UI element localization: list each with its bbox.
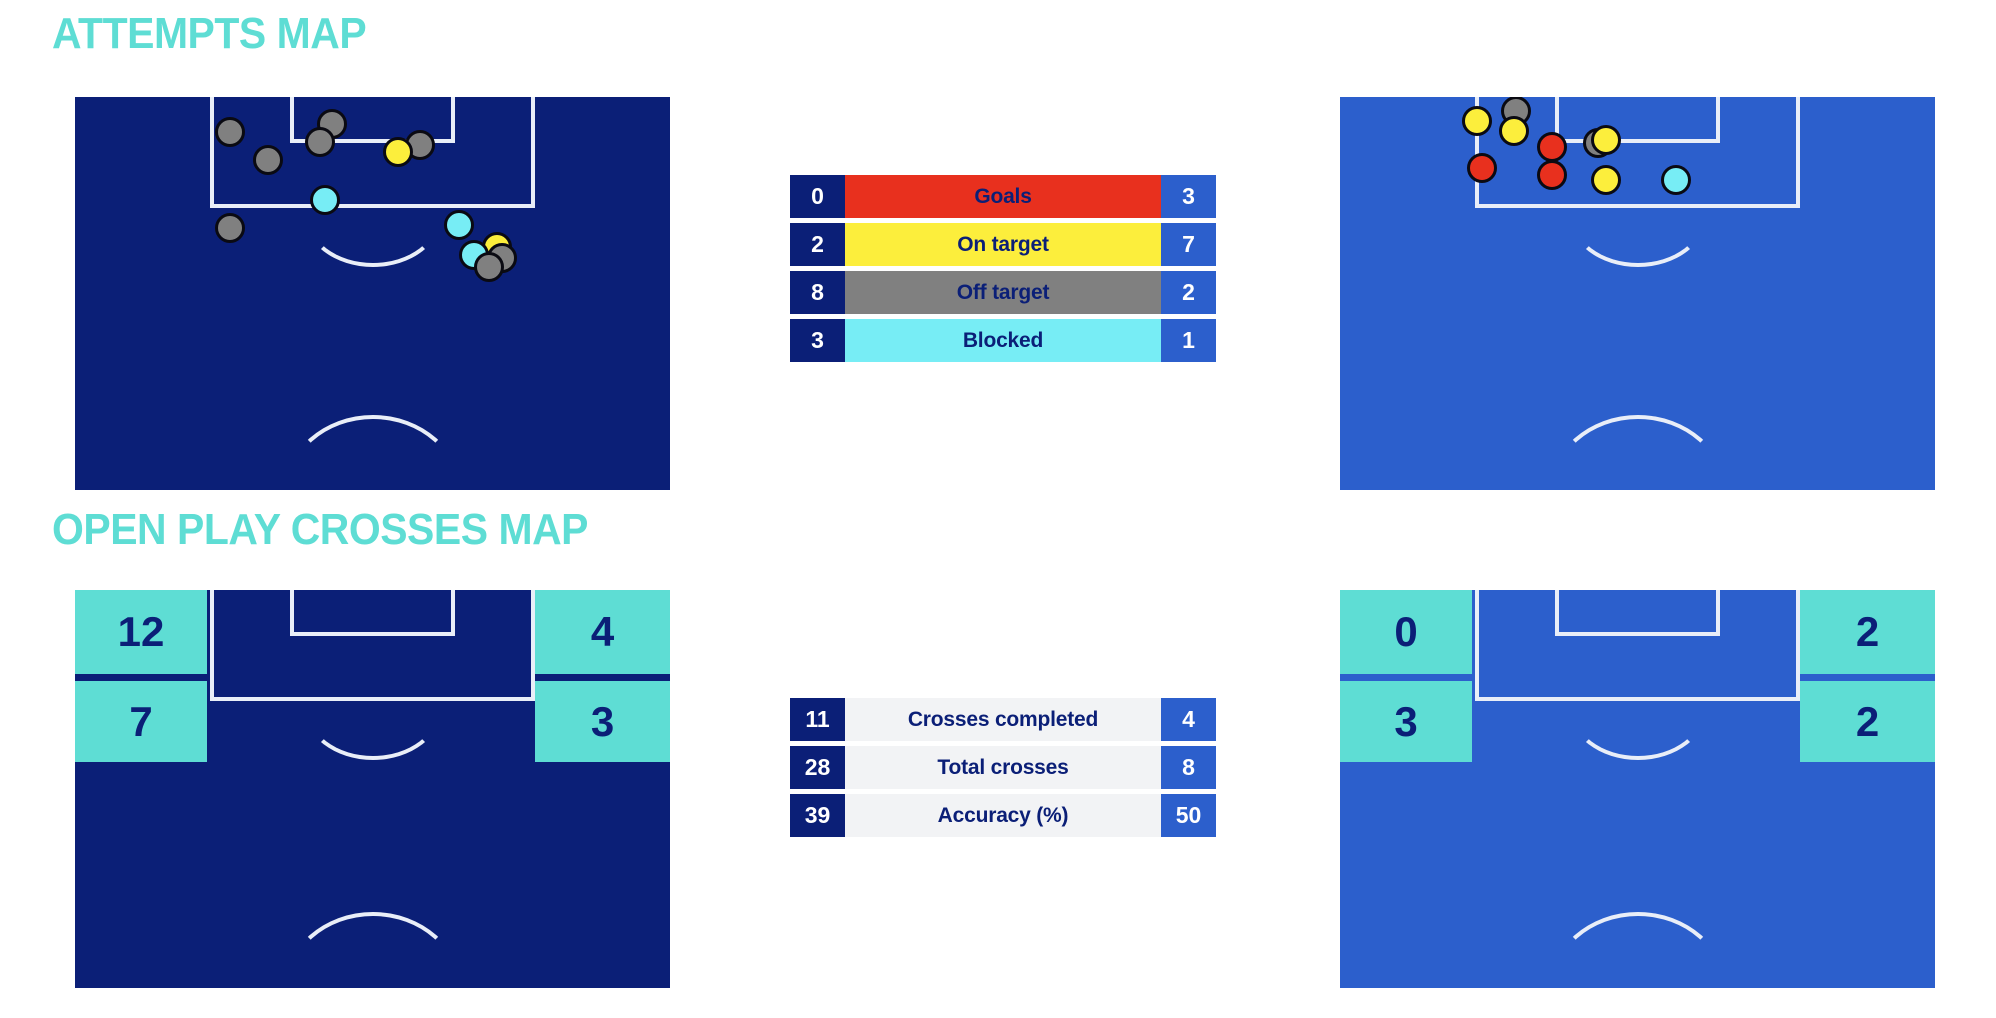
attempts-stat-home-value: 8 xyxy=(790,271,845,314)
crosses-home-zone-left-top[interactable]: 12 xyxy=(75,590,207,674)
crosses-stat-label: Accuracy (%) xyxy=(845,794,1161,837)
shot-marker-off-target[interactable] xyxy=(253,145,283,175)
page-title-attempts-map: ATTEMPTS MAP xyxy=(52,9,367,58)
shot-marker-on-target[interactable] xyxy=(1499,116,1529,146)
crosses-stat-home-value: 39 xyxy=(790,794,845,837)
crosses-home-zone-divider-left xyxy=(75,674,207,681)
crosses-stat-home-value: 11 xyxy=(790,698,845,741)
attempts-stat-away-value: 3 xyxy=(1161,175,1216,218)
goal-area-line xyxy=(290,97,455,143)
attempts-map-home-pitch xyxy=(75,97,670,490)
crosses-home-zone-right-bottom[interactable]: 3 xyxy=(535,681,670,762)
goal-area-line xyxy=(1555,97,1720,143)
crosses-away-zone-left-bottom[interactable]: 3 xyxy=(1340,681,1472,762)
shot-marker-on-target[interactable] xyxy=(383,137,413,167)
attempts-stat-away-value: 7 xyxy=(1161,223,1216,266)
crosses-stat-away-value: 50 xyxy=(1161,794,1216,837)
crosses-away-zone-divider-right xyxy=(1800,674,1935,681)
attempts-stat-away-value: 1 xyxy=(1161,319,1216,362)
center-circle-arc xyxy=(1548,912,1728,988)
shot-marker-blocked[interactable] xyxy=(1661,165,1691,195)
crosses-away-zone-left-top[interactable]: 0 xyxy=(1340,590,1472,674)
attempts-stat-label: Blocked xyxy=(845,319,1161,362)
attempts-stat-away-value: 2 xyxy=(1161,271,1216,314)
attempts-stat-home-value: 2 xyxy=(790,223,845,266)
attempts-stat-label: On target xyxy=(845,223,1161,266)
crosses-home-zone-divider-right xyxy=(535,674,670,681)
shot-marker-on-target[interactable] xyxy=(1591,125,1621,155)
crosses-stat-label: Total crosses xyxy=(845,746,1161,789)
goal-area-line xyxy=(1555,590,1720,636)
penalty-arc xyxy=(1568,159,1708,267)
crosses-stat-away-value: 8 xyxy=(1161,746,1216,789)
crosses-stat-away-value: 4 xyxy=(1161,698,1216,741)
shot-marker-on-target[interactable] xyxy=(1591,165,1621,195)
attempts-map-away-pitch xyxy=(1340,97,1935,490)
crosses-home-zone-right-top[interactable]: 4 xyxy=(535,590,670,674)
crosses-away-zone-divider-left xyxy=(1340,674,1472,681)
shot-marker-on-target[interactable] xyxy=(1462,106,1492,136)
shot-marker-goal[interactable] xyxy=(1537,132,1567,162)
goal-area-line xyxy=(290,590,455,636)
crosses-away-zone-right-bottom[interactable]: 2 xyxy=(1800,681,1935,762)
crosses-away-zone-right-top[interactable]: 2 xyxy=(1800,590,1935,674)
page-title-crosses-map: OPEN PLAY CROSSES MAP xyxy=(52,505,588,554)
center-circle-arc xyxy=(283,415,463,490)
shot-marker-off-target[interactable] xyxy=(215,117,245,147)
shot-marker-blocked[interactable] xyxy=(444,210,474,240)
attempts-stat-label: Off target xyxy=(845,271,1161,314)
center-circle-arc xyxy=(283,912,463,988)
crosses-home-zone-left-bottom[interactable]: 7 xyxy=(75,681,207,762)
shot-marker-goal[interactable] xyxy=(1537,160,1567,190)
shot-marker-off-target[interactable] xyxy=(215,213,245,243)
penalty-arc xyxy=(303,652,443,760)
shot-marker-goal[interactable] xyxy=(1467,153,1497,183)
attempts-stat-home-value: 3 xyxy=(790,319,845,362)
center-circle-arc xyxy=(1548,415,1728,490)
shot-marker-off-target[interactable] xyxy=(305,127,335,157)
attempts-stat-home-value: 0 xyxy=(790,175,845,218)
shot-marker-off-target[interactable] xyxy=(474,252,504,282)
attempts-stat-label: Goals xyxy=(845,175,1161,218)
crosses-stat-label: Crosses completed xyxy=(845,698,1161,741)
penalty-arc xyxy=(303,159,443,267)
crosses-stat-home-value: 28 xyxy=(790,746,845,789)
penalty-arc xyxy=(1568,652,1708,760)
shot-marker-blocked[interactable] xyxy=(310,185,340,215)
